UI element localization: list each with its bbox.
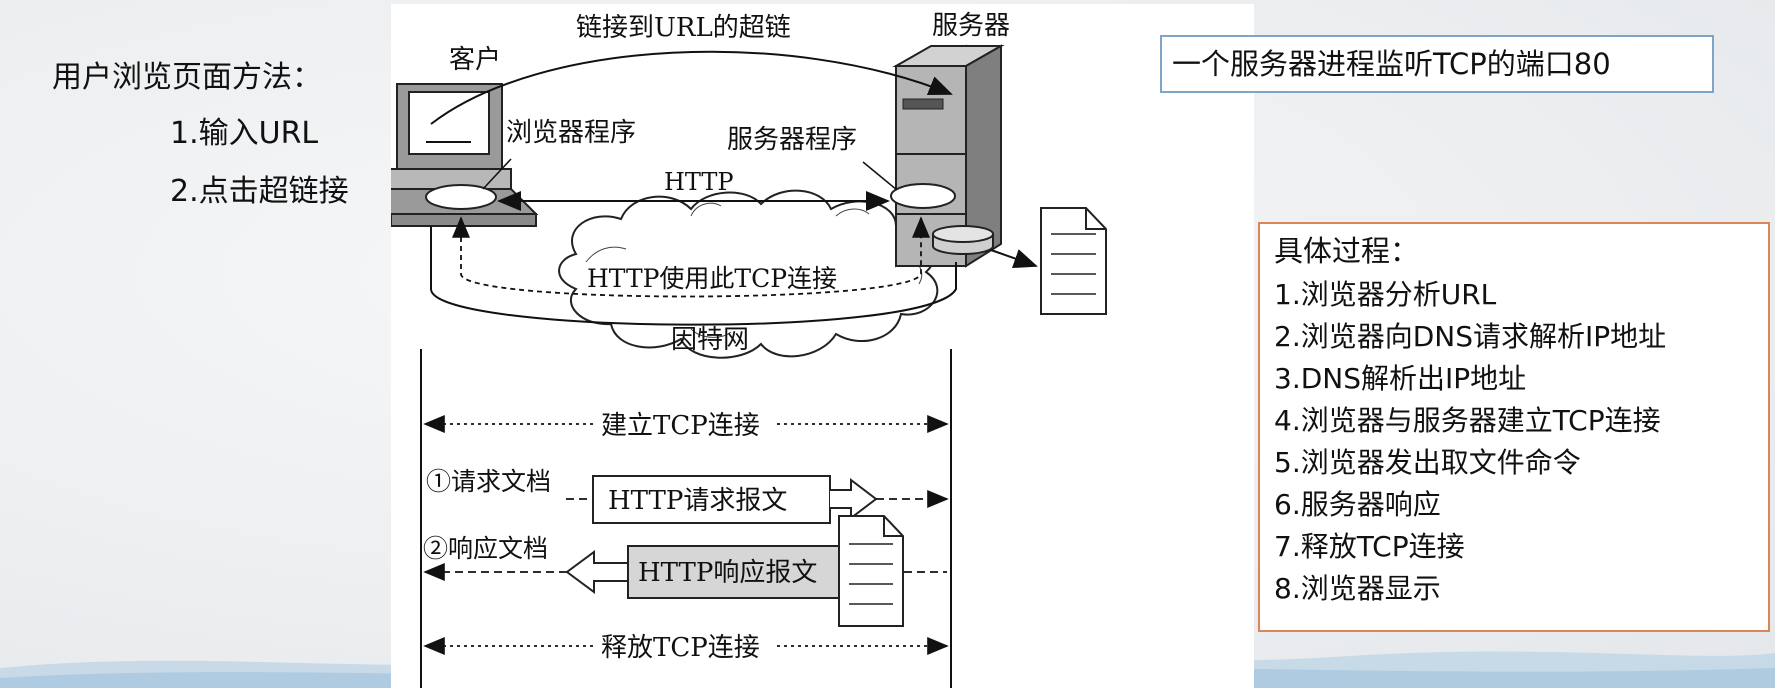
release-tcp-label: 释放TCP连接 bbox=[601, 633, 760, 663]
response-message-box bbox=[627, 545, 853, 599]
establish-tcp-label: 建立TCP连接 bbox=[601, 411, 760, 441]
process-steps-box: 具体过程： 1.浏览器分析URL 2.浏览器向DNS请求解析IP地址 3.DNS… bbox=[1258, 222, 1770, 632]
http-label: HTTP bbox=[664, 168, 734, 196]
process-step: 8.浏览器显示 bbox=[1274, 572, 1441, 605]
server-program-label: 服务器程序 bbox=[727, 125, 857, 155]
server-label: 服务器 bbox=[932, 11, 1010, 41]
document-icon bbox=[1040, 207, 1107, 315]
process-step: 3.DNS解析出IP地址 bbox=[1274, 362, 1527, 395]
response-hollow-arrow bbox=[565, 550, 628, 594]
cloud-internet-label: 因特网 bbox=[671, 325, 749, 355]
process-step: 4.浏览器与服务器建立TCP连接 bbox=[1274, 404, 1661, 437]
method-item: 2.点击超链接 bbox=[170, 174, 349, 209]
request-message-label: HTTP请求报文 bbox=[608, 486, 787, 516]
request-doc-label: ①请求文档 bbox=[426, 467, 551, 496]
process-step: 1.浏览器分析URL bbox=[1274, 278, 1497, 311]
process-step: 6.服务器响应 bbox=[1274, 488, 1441, 521]
request-message-box bbox=[592, 475, 831, 524]
server-pointer-line bbox=[862, 161, 898, 191]
web-access-diagram: 链接到URL的超链 客户 服务器 浏览器程序 服务器程序 HTTP HTTP使用… bbox=[391, 4, 1254, 688]
tcp-connection-solid bbox=[430, 226, 957, 326]
method-item: 1.输入URL bbox=[170, 116, 319, 151]
process-steps-list: 1.浏览器分析URL 2.浏览器向DNS请求解析IP地址 3.DNS解析出IP地… bbox=[1274, 274, 1666, 610]
page-methods-title: 用户浏览页面方法： bbox=[52, 60, 322, 95]
hyperlink-caption: 链接到URL的超链 bbox=[576, 13, 791, 43]
disk-to-document-arrow bbox=[990, 249, 1038, 269]
request-hollow-arrow bbox=[830, 477, 878, 521]
process-step: 2.浏览器向DNS请求解析IP地址 bbox=[1274, 320, 1667, 353]
browser-program-node bbox=[425, 184, 497, 210]
response-doc-label: ②响应文档 bbox=[423, 534, 548, 563]
disk-icon bbox=[932, 225, 994, 255]
browser-pointer-line bbox=[482, 158, 512, 190]
process-step: 7.释放TCP连接 bbox=[1274, 530, 1465, 563]
client-label: 客户 bbox=[449, 45, 501, 75]
server-note-text: 一个服务器进程监听TCP的端口80 bbox=[1172, 47, 1611, 81]
cloud-connection-label: HTTP使用此TCP连接 bbox=[587, 264, 837, 293]
tcp-connection-dashed bbox=[460, 219, 922, 298]
response-document-icon bbox=[838, 515, 904, 627]
browser-program-label: 浏览器程序 bbox=[506, 118, 636, 148]
process-title: 具体过程： bbox=[1274, 234, 1420, 268]
server-program-node bbox=[890, 183, 956, 209]
server-note-box: 一个服务器进程监听TCP的端口80 bbox=[1160, 35, 1714, 93]
hyperlink-arrow bbox=[430, 50, 953, 125]
process-step: 5.浏览器发出取文件命令 bbox=[1274, 446, 1581, 479]
server-tower bbox=[892, 44, 1005, 268]
response-message-label: HTTP响应报文 bbox=[638, 558, 817, 588]
